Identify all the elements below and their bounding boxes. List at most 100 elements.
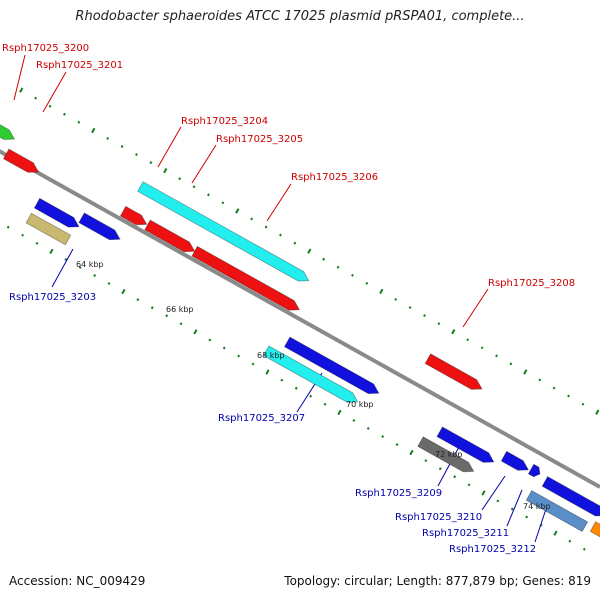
gene-feature-blue[interactable] — [33, 197, 80, 228]
tick-mark — [581, 402, 585, 406]
gene-label-rsph17025-3210[interactable]: Rsph17025_3210 — [395, 512, 482, 523]
gene-features — [0, 116, 600, 541]
tick-mark — [568, 539, 572, 543]
tick-mark — [107, 282, 111, 285]
gene-label-rsph17025-3203[interactable]: Rsph17025_3203 — [9, 292, 96, 303]
gene-feature-cyan[interactable] — [137, 181, 310, 282]
tick-mark — [35, 241, 39, 245]
tick-mark — [337, 409, 342, 416]
plasmid-backbone — [0, 149, 600, 489]
gene-feature-cyan[interactable] — [262, 345, 359, 403]
gene-feature-khaki[interactable] — [25, 212, 72, 246]
gene-feature-red[interactable] — [191, 245, 301, 311]
tick-mark — [322, 257, 326, 261]
gene-label-rsph17025-3200[interactable]: Rsph17025_3200 — [2, 43, 89, 54]
scale-label-64: 64 kbp — [76, 260, 104, 269]
tick-mark — [279, 233, 282, 237]
tick-mark — [451, 329, 456, 335]
gene-feature-gray[interactable] — [417, 436, 475, 473]
gene-feature-red[interactable] — [119, 205, 148, 226]
gene-label-rsph17025-3209[interactable]: Rsph17025_3209 — [355, 488, 442, 499]
gene-feature-green[interactable] — [0, 116, 16, 140]
tick-mark — [222, 346, 226, 350]
gene-feature-blue[interactable] — [527, 463, 541, 478]
gene-feature-blue[interactable] — [283, 336, 380, 395]
tick-mark — [582, 547, 586, 551]
gene-feature-blue[interactable] — [436, 426, 495, 463]
tick-mark — [423, 314, 426, 317]
gene-label-rsph17025-3207[interactable]: Rsph17025_3207 — [218, 413, 305, 424]
leader-line — [157, 126, 182, 168]
tick-marks — [6, 87, 600, 551]
tick-mark — [481, 490, 486, 496]
tick-mark — [480, 346, 484, 350]
leader-line — [462, 288, 489, 328]
leader-line — [506, 489, 523, 527]
gene-feature-blue[interactable] — [500, 450, 530, 471]
gene-feature-blue[interactable] — [78, 212, 121, 241]
tick-mark — [538, 378, 542, 382]
tick-mark — [351, 273, 354, 277]
tick-mark — [192, 185, 196, 189]
leader-line — [437, 446, 460, 487]
tick-mark — [193, 329, 198, 335]
gene-feature-steelblue[interactable] — [525, 490, 589, 533]
tick-mark — [509, 362, 513, 366]
gene-label-rsph17025-3204[interactable]: Rsph17025_3204 — [181, 116, 268, 127]
tick-mark — [496, 499, 500, 503]
scale-labels: 64 kbp 66 kbp 68 kbp 70 kbp 72 kbp 74 kb… — [76, 260, 551, 511]
tick-mark — [366, 426, 370, 430]
gene-label-rsph17025-3201[interactable]: Rsph17025_3201 — [36, 60, 123, 71]
gene-feature-blue[interactable] — [541, 476, 600, 517]
tick-mark — [221, 201, 225, 205]
gene-label-rsph17025-3208[interactable]: Rsph17025_3208 — [488, 278, 575, 289]
tick-mark — [106, 136, 110, 140]
tick-mark — [165, 314, 169, 318]
tick-mark — [207, 193, 210, 197]
tick-mark — [307, 248, 312, 254]
tick-mark — [365, 281, 369, 285]
tick-mark — [136, 298, 140, 302]
tick-mark — [395, 443, 399, 447]
tick-mark — [78, 266, 82, 269]
gene-feature-orange[interactable] — [589, 521, 600, 541]
gene-feature-red[interactable] — [2, 148, 40, 173]
tick-mark — [553, 530, 558, 536]
tick-mark — [595, 409, 600, 415]
gene-feature-red[interactable] — [144, 219, 196, 253]
scale-label-70: 70 kbp — [346, 400, 374, 409]
tick-mark — [293, 241, 297, 245]
gene-label-rsph17025-3211[interactable]: Rsph17025_3211 — [422, 528, 509, 539]
topology-summary-text: Topology: circular; Length: 877,879 bp; … — [284, 574, 591, 588]
leader-line — [13, 54, 26, 101]
tick-mark — [237, 354, 241, 358]
gene-label-rsph17025-3206[interactable]: Rsph17025_3206 — [291, 172, 378, 183]
tick-mark — [323, 402, 327, 406]
tick-mark — [466, 338, 470, 342]
gene-feature-red[interactable] — [424, 353, 483, 390]
tick-mark — [49, 248, 54, 254]
tick-mark — [63, 112, 66, 116]
gene-label-rsph17025-3205[interactable]: Rsph17025_3205 — [216, 134, 303, 145]
tick-mark — [120, 145, 124, 148]
tick-mark — [264, 225, 268, 229]
tick-mark — [77, 120, 81, 124]
gene-label-rsph17025-3212[interactable]: Rsph17025_3212 — [449, 544, 536, 555]
tick-mark — [121, 288, 126, 295]
tick-mark — [381, 435, 385, 439]
tick-mark — [178, 177, 182, 181]
tick-mark — [250, 217, 254, 221]
tick-mark — [91, 127, 96, 134]
tick-mark — [567, 394, 570, 398]
leader-line — [51, 248, 74, 288]
map-title: Rhodobacter sphaeroides ATCC 17025 plasm… — [75, 9, 525, 24]
tick-mark — [21, 233, 24, 237]
tick-mark — [453, 475, 457, 479]
upper-gene-labels: Rsph17025_3200 Rsph17025_3201 Rsph17025_… — [2, 43, 575, 289]
tick-mark — [294, 386, 298, 390]
tick-mark — [251, 362, 255, 366]
tick-mark — [336, 265, 340, 269]
tick-mark — [208, 338, 212, 342]
